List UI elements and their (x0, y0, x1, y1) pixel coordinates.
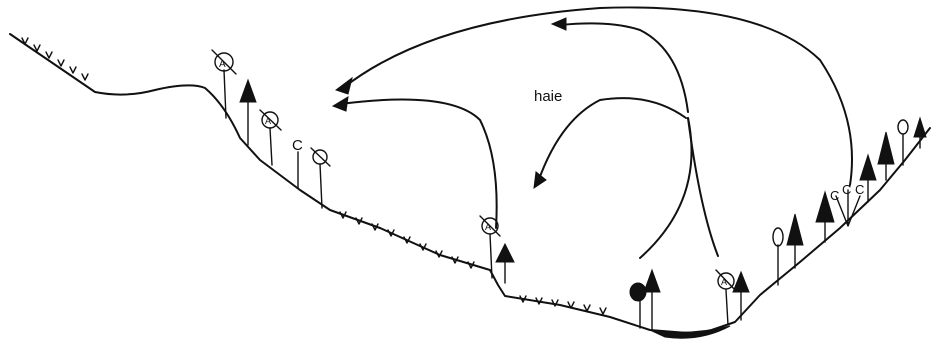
left-slope-vegetation: A A C (212, 50, 330, 208)
shrub-symbol-c: C (292, 137, 303, 188)
airflow-branch-right (688, 118, 718, 256)
valley-vegetation: A (630, 270, 749, 330)
tree-letter-1: A (219, 59, 226, 70)
airflow-arrow-center (538, 98, 686, 182)
airflow-branch-left (640, 118, 692, 258)
tree-symbol-a: A (260, 110, 281, 165)
shrub-letter-3: C (842, 182, 851, 197)
arrowheads (333, 18, 566, 188)
conifer-tree (878, 132, 894, 180)
tree-letter-2: A (265, 116, 271, 126)
shrub-letter-2: C (830, 188, 839, 203)
shrub-fan-c: C C C (830, 182, 864, 226)
ground-profile-left (10, 34, 930, 334)
arrowhead-outer (336, 78, 352, 94)
bush (496, 244, 514, 283)
conifer-tree (787, 214, 803, 268)
hedge-label: haie (534, 88, 562, 105)
tree-letter-3: A (485, 222, 491, 232)
airflow-arrow-inner (340, 100, 497, 228)
conifer-tree (914, 118, 926, 148)
shrub-letter-4: C (855, 182, 864, 197)
bush (733, 272, 749, 320)
shrub-cluster (630, 270, 660, 330)
shrub-letter-1: C (292, 137, 303, 154)
conifer-tree (240, 80, 256, 145)
airflow-arrows (340, 7, 852, 258)
arrowhead-top (552, 18, 566, 30)
right-slope-vegetation: C C C (773, 118, 926, 285)
tree-symbol-a: A (716, 270, 736, 325)
tree-letter-4: A (721, 277, 727, 287)
grass-marks (22, 38, 606, 314)
arrowhead-inner (333, 97, 348, 111)
airflow-arrow-outer (343, 7, 852, 185)
